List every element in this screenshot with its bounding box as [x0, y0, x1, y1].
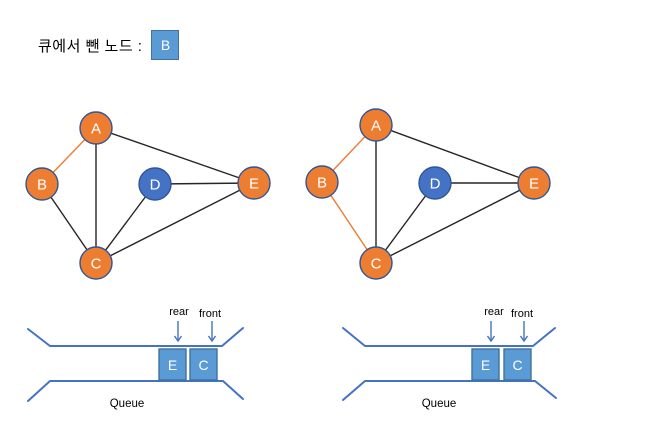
node-A-label: A [91, 121, 101, 138]
node-D [138, 167, 172, 201]
queue-cell-label: C [512, 357, 522, 373]
queue-cell-label: E [481, 357, 490, 373]
edge-C-E [375, 182, 535, 264]
title-label: 큐에서 뺀 노드 : [38, 37, 143, 55]
rear-arrowhead-icon [173, 335, 183, 343]
rear-label: rear [484, 306, 504, 318]
queue-top-wall [27, 327, 244, 347]
queue-cell [158, 348, 187, 381]
queue-right: rear front E C Queue [342, 306, 557, 410]
queue-cell-label: E [168, 357, 177, 373]
node-E-label: E [529, 176, 539, 193]
graph-right: A B D E C [305, 108, 551, 280]
node-B-label: B [317, 175, 327, 192]
node-C-label: C [371, 256, 382, 273]
edge-A-E [375, 124, 535, 184]
node-D-label: D [150, 177, 161, 194]
rear-arrowhead-icon [486, 335, 496, 343]
queue-cell [189, 348, 218, 381]
node-B-label: B [37, 177, 47, 194]
queue-bottom-wall [342, 380, 557, 401]
node-C [359, 246, 393, 280]
graph-left: A B D E C [25, 111, 271, 280]
queue-caption: Queue [110, 398, 145, 410]
node-D [418, 166, 452, 200]
node-D-label: D [430, 176, 441, 193]
node-B [305, 165, 339, 199]
edge-C-E [95, 182, 255, 264]
queue-cell [471, 348, 500, 381]
node-E-label: E [249, 176, 259, 193]
node-E [237, 166, 271, 200]
front-arrowhead-icon [519, 335, 529, 343]
node-C-label: C [91, 256, 102, 273]
node-A [359, 108, 393, 142]
edge-A-E [95, 127, 255, 184]
queue-bottom-wall [27, 380, 244, 402]
node-C [79, 246, 113, 280]
queue-top-wall [342, 327, 556, 347]
front-arrowhead-icon [207, 335, 217, 343]
queue-cell [503, 348, 532, 381]
front-label: front [199, 308, 221, 320]
node-A [79, 111, 113, 145]
dequeued-node-label: B [160, 37, 171, 53]
title-row: 큐에서 뺀 노드 : B [38, 29, 180, 61]
queue-caption: Queue [422, 398, 457, 410]
node-E [517, 166, 551, 200]
queue-cell-label: C [198, 357, 208, 373]
node-B [25, 167, 59, 201]
dequeued-node-box: B [151, 30, 180, 60]
queue-left: rear front E C Queue [27, 306, 244, 410]
rear-label: rear [169, 306, 189, 318]
front-label: front [511, 308, 533, 320]
node-A-label: A [371, 118, 381, 135]
